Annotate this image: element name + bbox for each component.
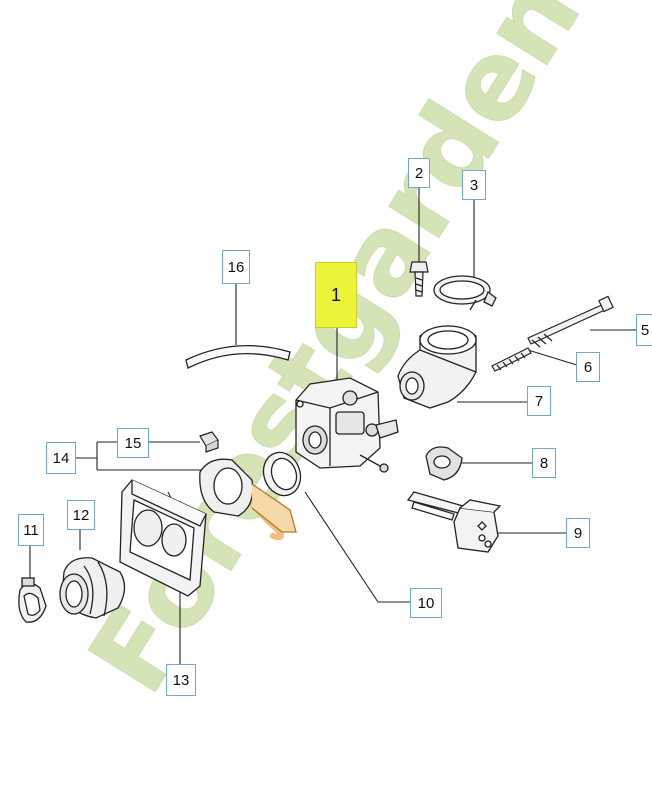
callout-part-2: 2 [408, 158, 430, 188]
part-8-cap [425, 446, 463, 481]
part-16-hose [185, 345, 291, 369]
callout-part-15: 15 [117, 428, 149, 458]
callout-part-16: 16 [222, 250, 250, 284]
part-2-screw [409, 261, 429, 297]
part-5-bolt [527, 295, 614, 348]
part-3-clamp [433, 275, 497, 311]
callout-part-8: 8 [532, 448, 556, 478]
callout-part-9: 9 [566, 518, 590, 548]
callout-part-14: 14 [46, 442, 76, 474]
part-1-carburetor [295, 377, 399, 473]
part-15-clip [199, 431, 219, 453]
callout-part-10: 10 [410, 588, 442, 618]
callout-part-13: 13 [166, 664, 196, 696]
callout-part-11: 11 [18, 514, 44, 546]
part-14-flange [199, 458, 297, 533]
part-9-bracket [406, 491, 502, 553]
callout-part-6: 6 [576, 352, 600, 382]
part-11-clamp [18, 577, 47, 623]
part-13-filter-housing [119, 479, 207, 597]
part-7-intake-elbow [397, 325, 477, 409]
watermark-text: Forestgarden.com [66, 0, 652, 714]
callout-part-3: 3 [462, 170, 486, 200]
callout-part-7: 7 [527, 386, 551, 416]
callout-part-5: 5 [636, 314, 652, 346]
part-12-boot [59, 557, 126, 619]
callout-part-12: 12 [67, 500, 95, 530]
watermark: Forestgarden.com [66, 0, 652, 714]
part-6-stud [491, 347, 532, 372]
callout-part-1: 1 [315, 262, 357, 328]
part-10-gasket [262, 451, 302, 497]
